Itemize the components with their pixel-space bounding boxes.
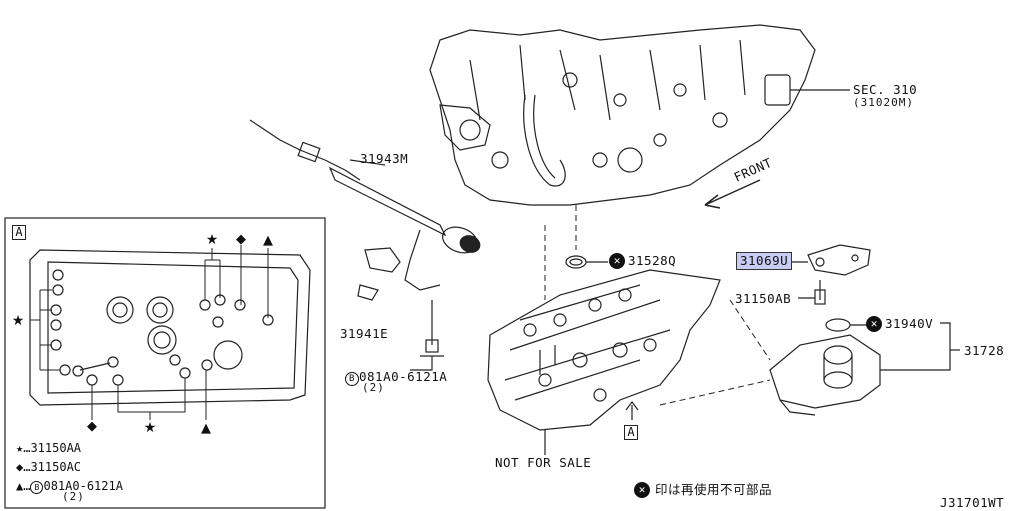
label-sec310: SEC. 310 bbox=[853, 82, 918, 97]
label-31728: 31728 bbox=[964, 343, 1005, 358]
legend-text: …31150AC bbox=[23, 460, 82, 474]
legend-text: … bbox=[23, 479, 31, 493]
non-reusable-icon: ✕ bbox=[634, 482, 650, 498]
ref-A-box: A bbox=[624, 425, 638, 440]
harness-31943M bbox=[249, 119, 481, 301]
label-31940V: 31940V bbox=[885, 316, 934, 331]
label-bolt-qty: (2) bbox=[362, 381, 385, 394]
svg-text:★: ★ bbox=[206, 232, 219, 248]
label-31069U: 31069U bbox=[736, 252, 793, 270]
bolt-b-icon: B bbox=[345, 372, 359, 386]
non-reusable-icon: ✕ bbox=[866, 316, 882, 332]
svg-text:▲: ▲ bbox=[263, 233, 273, 248]
oil-strainer-31728 bbox=[769, 334, 881, 416]
svg-text:◆: ◆ bbox=[87, 419, 97, 434]
diamond-icon: ◆ bbox=[16, 460, 24, 474]
non-reusable-icon: ✕ bbox=[609, 253, 625, 269]
inset-bolt-marks bbox=[50, 269, 274, 386]
svg-text:▲: ▲ bbox=[201, 421, 211, 436]
bolt-b-icon: B bbox=[30, 481, 44, 494]
triangle-icon: ▲ bbox=[16, 479, 24, 493]
transmission-housing bbox=[429, 24, 850, 206]
legend-31150AC: ◆…31150AC bbox=[16, 460, 81, 474]
label-sec310-sub: (31020M) bbox=[853, 96, 914, 109]
svg-text:★: ★ bbox=[144, 420, 157, 436]
label-31528Q: 31528Q bbox=[628, 253, 677, 268]
non-reusable-note: 印は再使用不可部品 bbox=[655, 482, 773, 497]
legend-31150AA: ★…31150AA bbox=[16, 441, 81, 455]
inset-valve-outline bbox=[29, 249, 311, 406]
not-for-sale-label: NOT FOR SALE bbox=[495, 455, 592, 470]
inset-A-frame bbox=[4, 217, 326, 509]
bolt-081A0-6121A bbox=[410, 300, 444, 371]
control-valve-body bbox=[487, 269, 721, 455]
legend-text: …31150AA bbox=[23, 441, 82, 455]
o-ring-31528Q bbox=[565, 255, 587, 269]
bolt-part-number: 081A0-6121A bbox=[359, 369, 448, 384]
star-icon: ★ bbox=[16, 441, 24, 455]
o-ring-31940V bbox=[825, 318, 851, 332]
legend-bolt-qty: (2) bbox=[62, 490, 85, 503]
inset-title: A bbox=[12, 225, 26, 240]
svg-text:★: ★ bbox=[12, 313, 25, 329]
inset-markers: ★ ◆ ▲ ★ ◆ ★ ▲ bbox=[12, 232, 273, 436]
label-31150AB: 31150AB bbox=[735, 291, 792, 306]
diagram-code: J31701WT bbox=[940, 495, 1005, 510]
bracket-31069U bbox=[807, 244, 871, 276]
label-31943M: 31943M bbox=[360, 151, 409, 166]
legend-bolt-number: 081A0-6121A bbox=[43, 479, 123, 493]
svg-text:◆: ◆ bbox=[236, 232, 246, 247]
label-31941E: 31941E bbox=[340, 326, 389, 341]
